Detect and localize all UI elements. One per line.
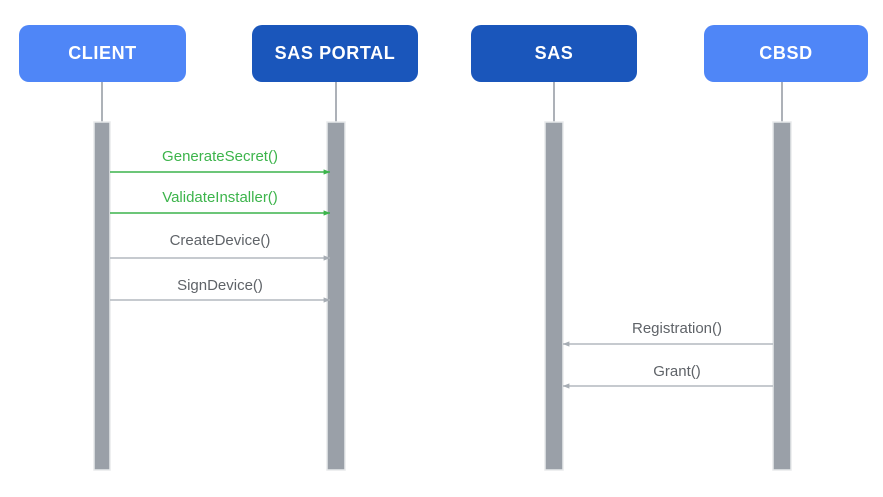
message-label-sign-device: SignDevice() (177, 277, 263, 294)
activation-bar-sas (544, 121, 564, 471)
actor-label-cbsd: CBSD (759, 43, 813, 63)
actor-header-sas[interactable]: SAS (471, 25, 637, 82)
message-label-registration: Registration() (631, 320, 723, 337)
actor-label-sas-portal: SAS PORTAL (274, 43, 396, 63)
message-arrows-group (110, 169, 773, 389)
activation-bar-client (93, 121, 111, 471)
actor-label-sas: SAS (534, 43, 574, 63)
activation-bar-sas-portal (326, 121, 346, 471)
actor-header-sas-portal[interactable]: SAS PORTAL (252, 25, 418, 82)
message-label-generate-secret: GenerateSecret() (162, 148, 278, 165)
message-label-create-device: CreateDevice() (169, 232, 271, 249)
message-label-grant: Grant() (653, 363, 701, 380)
actor-header-client[interactable]: CLIENT (19, 25, 186, 82)
actor-label-client: CLIENT (68, 43, 137, 63)
activation-bar-cbsd (772, 121, 792, 471)
actor-header-cbsd[interactable]: CBSD (704, 25, 868, 82)
lifelines-group (101, 82, 783, 126)
message-label-validate-installer: ValidateInstaller() (162, 189, 278, 206)
activation-bars-group (93, 121, 792, 471)
